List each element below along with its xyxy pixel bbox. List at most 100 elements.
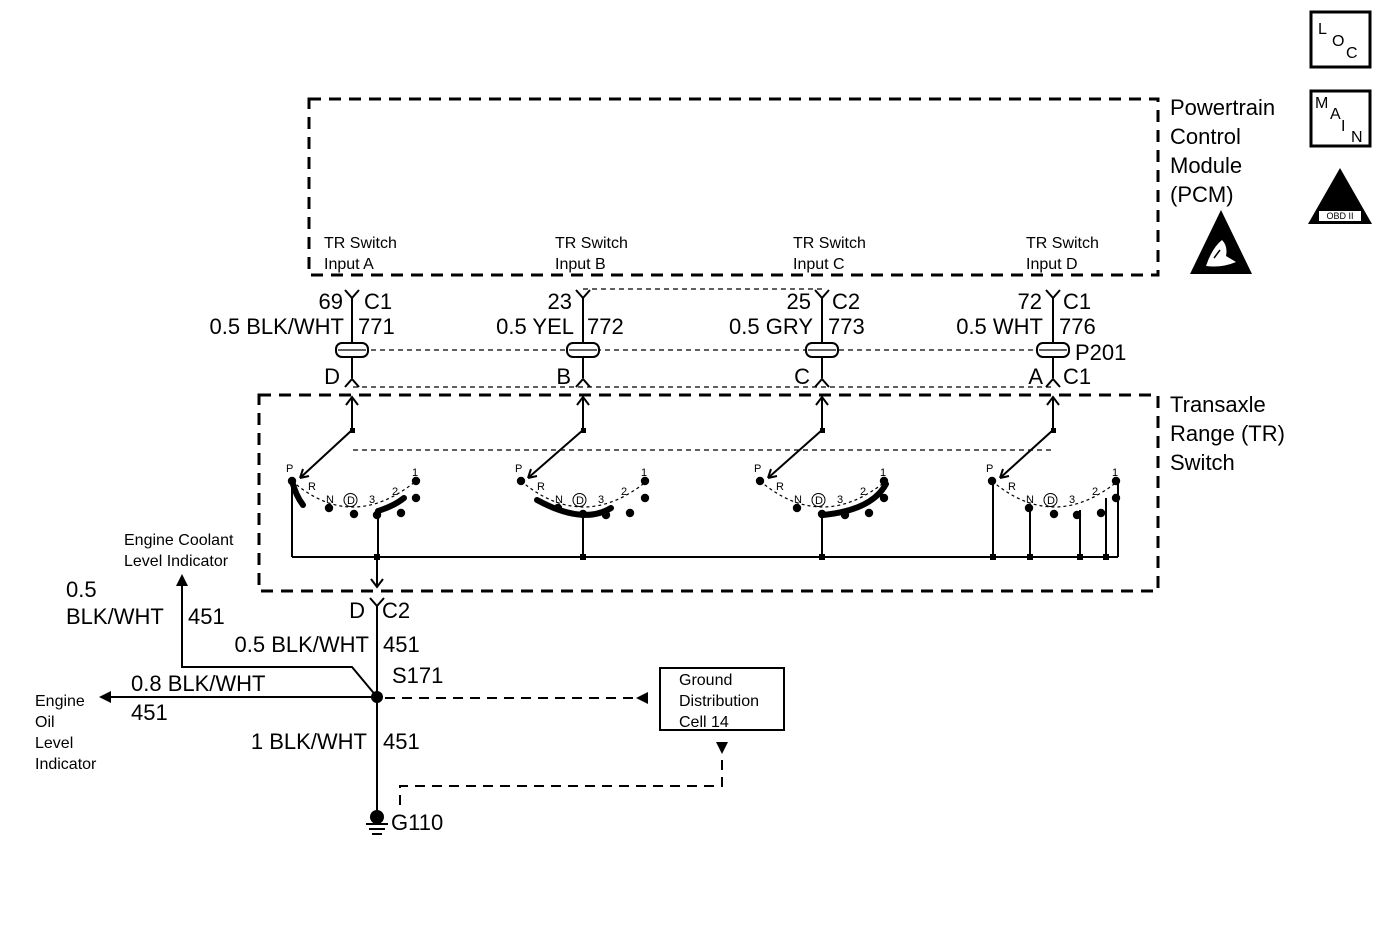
svg-text:TR Switch: TR Switch [793, 235, 866, 252]
switch-position-dot [553, 503, 563, 513]
circuit-773 [805, 289, 839, 388]
switch-pin-a: D [324, 364, 340, 389]
switch-position-label: 1 [1112, 467, 1118, 479]
tr-switch-label: Transaxle Range (TR) Switch [1170, 392, 1285, 475]
svg-text:Level: Level [35, 735, 73, 752]
switch-position-label: R [308, 481, 316, 493]
svg-text:Switch: Switch [1170, 450, 1235, 475]
ground-label: G110 [391, 810, 443, 835]
svg-text:Input A: Input A [324, 256, 374, 273]
tr-switch-contact-a [289, 395, 417, 560]
obd-ii-icon[interactable]: OBD II II [1308, 168, 1372, 224]
svg-text:Cell 14: Cell 14 [679, 714, 729, 731]
svg-text:Input D: Input D [1026, 256, 1078, 273]
tr-switch-contact-d [990, 395, 1119, 560]
pin-b-number: 23 [548, 289, 572, 314]
switch-position-dot [349, 509, 359, 519]
svg-text:TR Switch: TR Switch [1026, 235, 1099, 252]
switch-pin-d: A [1028, 364, 1043, 389]
switch-position-label: 2 [392, 486, 398, 498]
tr-switch-contact-b [520, 395, 648, 560]
svg-text:II: II [1335, 191, 1344, 210]
svg-text:I: I [1341, 118, 1345, 135]
svg-text:A: A [1330, 106, 1341, 123]
switch-position-dot [640, 476, 650, 486]
ground-distribution-box-label[interactable]: Ground Distribution Cell 14 [679, 672, 759, 731]
switch-position-dot [411, 476, 421, 486]
pin-d-number: 72 [1018, 289, 1042, 314]
switch-position-label: 3 [1069, 494, 1075, 506]
inline-connector-label: P201 [1075, 340, 1126, 365]
switch-position-dot [625, 508, 635, 518]
splice-label: S171 [392, 663, 443, 688]
switch-position-dot [640, 493, 650, 503]
switch-position-label: N [326, 494, 334, 506]
switch-position-dot [1024, 503, 1034, 513]
switch-position-dot [864, 508, 874, 518]
drive-position-ring [1043, 493, 1058, 507]
pcm-input-d-label: TR Switch Input D [1026, 235, 1099, 273]
switch-position-dot [1049, 509, 1059, 519]
switch-position-dot [411, 493, 421, 503]
pcm-input-b-label: TR Switch Input B [555, 235, 628, 273]
switch-position-dot [879, 493, 889, 503]
switch-position-label: N [555, 494, 563, 506]
switch-position-label: R [776, 481, 784, 493]
switch-position-label: 3 [369, 494, 375, 506]
switch-position-dot [840, 510, 850, 520]
switch-position-label: 2 [621, 486, 627, 498]
svg-text:Distribution: Distribution [679, 693, 759, 710]
switch-position-label: 2 [860, 486, 866, 498]
loc-icon[interactable]: L O C [1309, 10, 1372, 69]
svg-text:N: N [1351, 129, 1363, 146]
circuit-771 [335, 289, 369, 388]
svg-text:L: L [1318, 21, 1327, 38]
wire-c-color: 0.5 GRY [729, 314, 813, 339]
coolant-indicator-label: Engine Coolant Level Indicator [124, 532, 234, 570]
coolant-wire-gauge: 0.5 [66, 577, 97, 602]
svg-text:Range (TR): Range (TR) [1170, 421, 1285, 446]
circuit-772 [566, 289, 600, 388]
oil-indicator-label: Engine Oil Level Indicator [35, 693, 97, 773]
switch-position-dots [287, 476, 1121, 520]
switch-position-dot [1096, 508, 1106, 518]
switch-position-dot [578, 509, 588, 519]
svg-text:Input B: Input B [555, 256, 606, 273]
coolant-wire-circuit: 451 [188, 604, 225, 629]
ground-wire-circuit: 451 [383, 729, 420, 754]
switch-position-label: 3 [837, 494, 843, 506]
pin-c-number: 25 [787, 289, 811, 314]
switch-position-dot [516, 476, 526, 486]
wire-a-circuit: 771 [358, 314, 395, 339]
ground-side-circuit [99, 557, 785, 835]
svg-text:TR Switch: TR Switch [555, 235, 628, 252]
main-icon[interactable]: M A I N [1309, 89, 1372, 148]
switch-position-dot [324, 503, 334, 513]
switch-position-dot [1111, 493, 1121, 503]
switch-position-label: 1 [412, 467, 418, 479]
svg-text:Powertrain: Powertrain [1170, 95, 1275, 120]
switch-position-dot [1072, 510, 1082, 520]
svg-text:OBD II: OBD II [1326, 211, 1353, 221]
svg-text:Transaxle: Transaxle [1170, 392, 1266, 417]
wire-c-circuit: 773 [828, 314, 865, 339]
switch-position-label: N [794, 494, 802, 506]
switch-position-label: P [754, 463, 761, 475]
pin-a-number: 69 [319, 289, 343, 314]
pin-d-connector: C1 [1063, 289, 1091, 314]
switch-position-label: P [515, 463, 522, 475]
ground-switch-pin: D [349, 598, 365, 623]
wire-b-circuit: 772 [587, 314, 624, 339]
pcm-input-a-label: TR Switch Input A [324, 235, 397, 273]
switch-position-dot [817, 509, 827, 519]
switch-position-dot [755, 476, 765, 486]
wire-b-color: 0.5 YEL [496, 314, 574, 339]
svg-text:(PCM): (PCM) [1170, 182, 1234, 207]
switch-position-label: P [986, 463, 993, 475]
switch-position-label: 3 [598, 494, 604, 506]
switch-connector-label: C1 [1063, 364, 1091, 389]
oil-wire-circuit: 451 [131, 700, 168, 725]
switch-position-dot [1111, 476, 1121, 486]
switch-position-label: 1 [880, 467, 886, 479]
